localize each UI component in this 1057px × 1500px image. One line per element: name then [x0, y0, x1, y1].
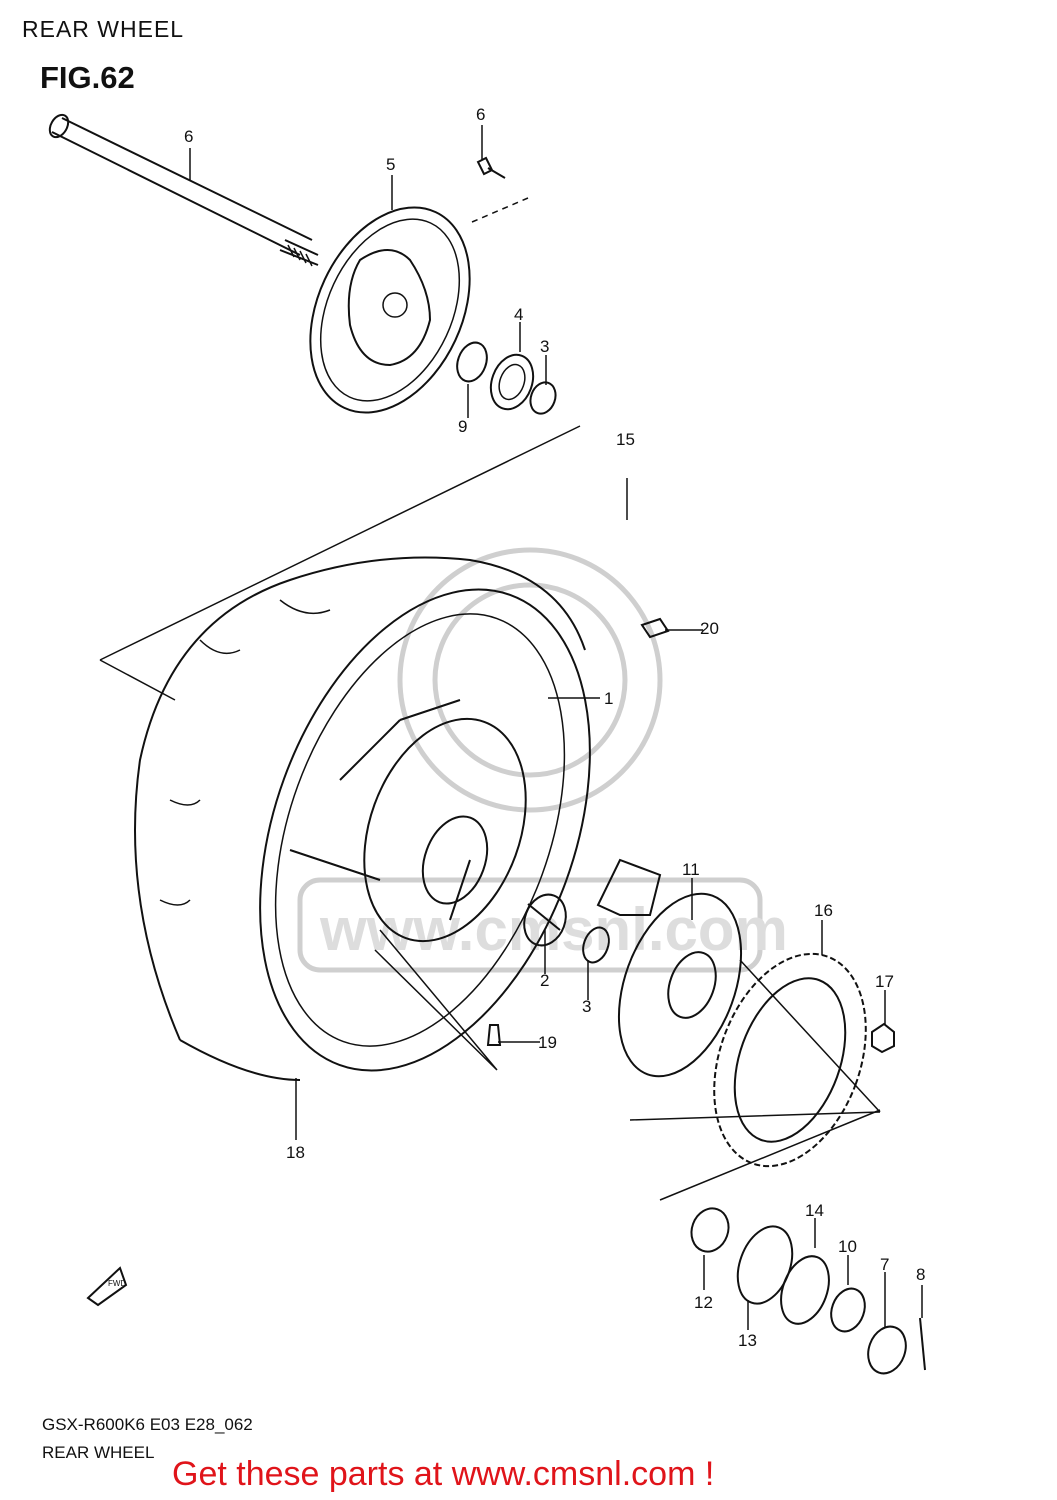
sprocket-mounting-drum	[617, 892, 743, 1078]
watermark-text: www.cmsnl.com	[319, 896, 788, 963]
balancer-weight	[640, 617, 670, 639]
callout-1: 1	[604, 689, 613, 708]
callout-10: 9	[458, 417, 467, 436]
lower-axle-parts	[690, 1207, 926, 1375]
callout-11: 10	[838, 1237, 857, 1256]
callout-12: 11	[682, 860, 700, 879]
callout-2: 2	[540, 971, 549, 990]
callout-14: 13	[738, 1331, 757, 1350]
callout-13: 12	[694, 1293, 713, 1312]
callout-leader-lines	[189, 125, 923, 1330]
callout-20: 19	[538, 1033, 557, 1052]
disc-bolt	[476, 156, 506, 179]
rear-tire	[134, 556, 591, 1081]
axle	[48, 113, 319, 267]
hub-spacer	[523, 893, 567, 947]
callout-3a: 3	[540, 337, 549, 356]
rear-wheel-rim	[289, 699, 527, 943]
callout-21: 20	[700, 619, 719, 638]
brake-disc	[309, 206, 471, 414]
rear-sprocket	[713, 952, 867, 1168]
sprocket-guide-line	[629, 959, 881, 1121]
damper-retainer	[596, 858, 662, 916]
callout-15: 14	[805, 1201, 824, 1220]
spacer-seal-bearing-set	[456, 341, 557, 415]
tire-valve	[486, 1024, 502, 1046]
sprocket-nut	[871, 1022, 895, 1054]
valve-guide-line	[374, 929, 498, 1071]
callout-19: 18	[286, 1143, 305, 1162]
callout-18: 17	[875, 972, 894, 991]
footer-caption: REAR WHEEL	[42, 1443, 155, 1462]
callout-6: 6	[476, 105, 485, 124]
callout-labels: 6 5 6 4 3 9 1 18 2 3 15 11 16 17 19 20 1…	[184, 105, 925, 1350]
watermark-logo: www.cmsnl.com	[297, 547, 788, 973]
wheel-guide-line	[99, 425, 581, 701]
callout-5: 5	[386, 155, 395, 174]
promo-link[interactable]: Get these parts at www.cmsnl.com !	[172, 1455, 715, 1493]
forward-arrow-icon: FWD	[86, 1266, 128, 1307]
fwd-label: FWD	[108, 1279, 126, 1288]
lower-guide-line	[659, 1109, 881, 1201]
disc-guide-line	[471, 197, 529, 223]
diagram-header-title: REAR WHEEL	[22, 16, 185, 42]
hub-bearing	[582, 926, 610, 964]
callout-9: 8	[916, 1265, 925, 1284]
callout-16: 15	[616, 430, 635, 449]
callout-8: 7	[880, 1255, 889, 1274]
callout-4: 4	[514, 305, 523, 324]
callout-17: 16	[814, 901, 833, 920]
figure-number: FIG.62	[40, 60, 135, 95]
callout-3b: 3	[582, 997, 591, 1016]
callout-7: 6	[184, 127, 193, 146]
model-code: GSX-R600K6 E03 E28_062	[42, 1415, 253, 1434]
